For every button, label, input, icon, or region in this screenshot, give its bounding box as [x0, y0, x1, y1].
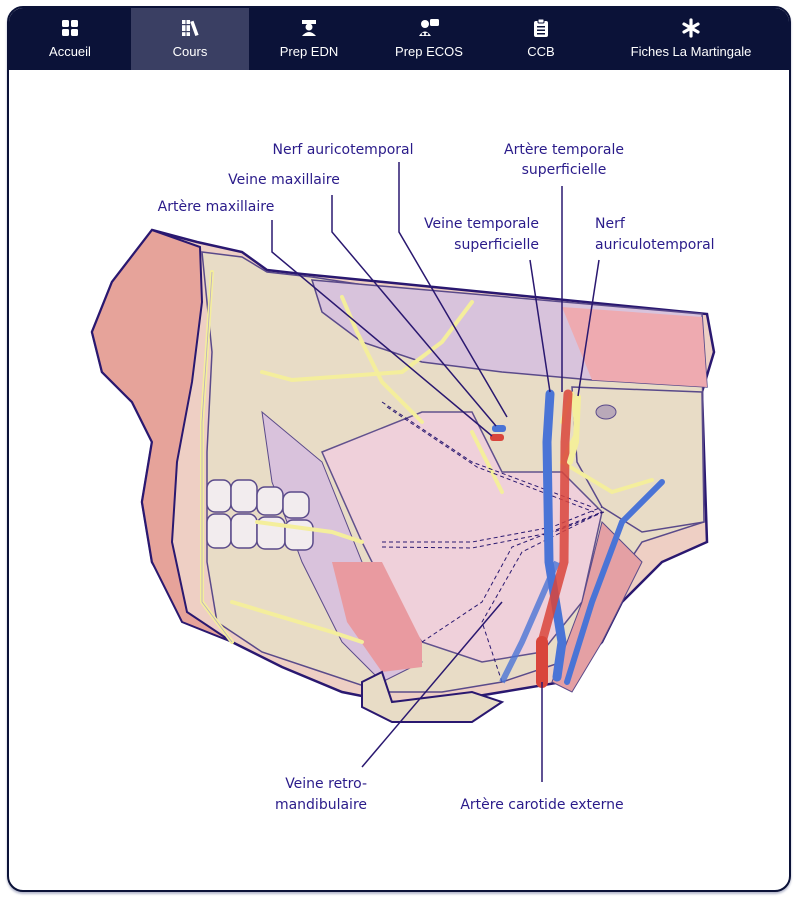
doctor-chat-icon: [418, 17, 440, 39]
leader-veine-retro: [361, 601, 503, 768]
label-veine-maxillaire: Veine maxillaire: [228, 172, 340, 188]
nav-tab-label: Prep ECOS: [395, 44, 463, 59]
leader-veine-temporale: [529, 259, 551, 393]
label-artere-maxillaire: Artère maxillaire: [158, 199, 275, 215]
label-carotide-externe: Artère carotide externe: [460, 797, 623, 813]
label-nerf-auriculotemporal-line1: Nerf: [595, 216, 626, 232]
ear-canal: [595, 404, 617, 420]
nav-tab-accueil[interactable]: Accueil: [9, 8, 131, 70]
nav-tab-ccb[interactable]: CCB: [489, 8, 593, 70]
nav-tab-fiches-la-martingale[interactable]: Fiches La Martingale: [593, 8, 789, 70]
nav-tab-prep-edn[interactable]: Prep EDN: [249, 8, 369, 70]
maxillary-vein-stub: [492, 425, 506, 432]
nav-tab-label: Prep EDN: [279, 44, 339, 59]
leader-artere-maxillaire: [271, 220, 493, 437]
top-navigation: Accueil Cours Prep EDN Prep ECOS CCB: [9, 8, 789, 70]
label-nerf-auricotemporal: Nerf auricotemporal: [273, 142, 414, 158]
label-veine-retro-line2: mandibulaire: [275, 797, 367, 813]
temporal-bone: [571, 386, 705, 533]
anatomy-diagram: Nerf auricotemporal Veine maxillaire Art…: [90, 142, 716, 813]
nose-lip: [90, 228, 233, 643]
nerves-outline: [201, 271, 233, 643]
nav-tab-label: Cours: [172, 44, 208, 59]
leader-lines: [271, 162, 600, 782]
teeth: [206, 479, 314, 551]
maxillary-artery-stub: [490, 434, 504, 441]
clipboard-icon: [530, 17, 552, 39]
label-veine-retro-line1: Veine retro-: [285, 776, 367, 792]
label-artere-temporale-line1: Artère temporale: [504, 142, 624, 158]
graduate-icon: [298, 17, 320, 39]
label-veine-temporale-line1: Veine temporale: [424, 216, 539, 232]
leader-nerf-auricotemporal: [398, 162, 508, 418]
label-veine-temporale-line2: superficielle: [454, 237, 539, 253]
grid-icon: [59, 17, 81, 39]
retromandibular-vein: [499, 560, 560, 684]
nav-tab-label: Accueil: [49, 44, 91, 59]
books-icon: [179, 17, 201, 39]
nav-tab-label: Fiches La Martingale: [630, 44, 752, 59]
nav-tab-cours[interactable]: Cours: [131, 8, 249, 70]
superficial-temporal-vein: [542, 389, 567, 682]
jugular-vein-branch: [564, 479, 665, 685]
auriculotemporal-nerve: [567, 394, 581, 465]
nav-tab-label: CCB: [527, 44, 555, 59]
label-artere-temporale-line2: superficielle: [522, 162, 607, 178]
course-card: Accueil Cours Prep EDN Prep ECOS CCB: [7, 6, 791, 892]
temporal-muscle-red: [562, 307, 707, 387]
leader-veine-maxillaire: [331, 195, 497, 427]
asterisk-icon: [680, 17, 702, 39]
hyoid-bone: [361, 670, 505, 723]
nerve-dashed-branches: [381, 401, 605, 683]
leader-nerf-auriculotemporal: [577, 259, 600, 397]
nav-tab-prep-ecos[interactable]: Prep ECOS: [369, 8, 489, 70]
masseter-red: [332, 562, 422, 672]
label-nerf-auriculotemporal-line2: auriculotemporal: [595, 237, 715, 253]
